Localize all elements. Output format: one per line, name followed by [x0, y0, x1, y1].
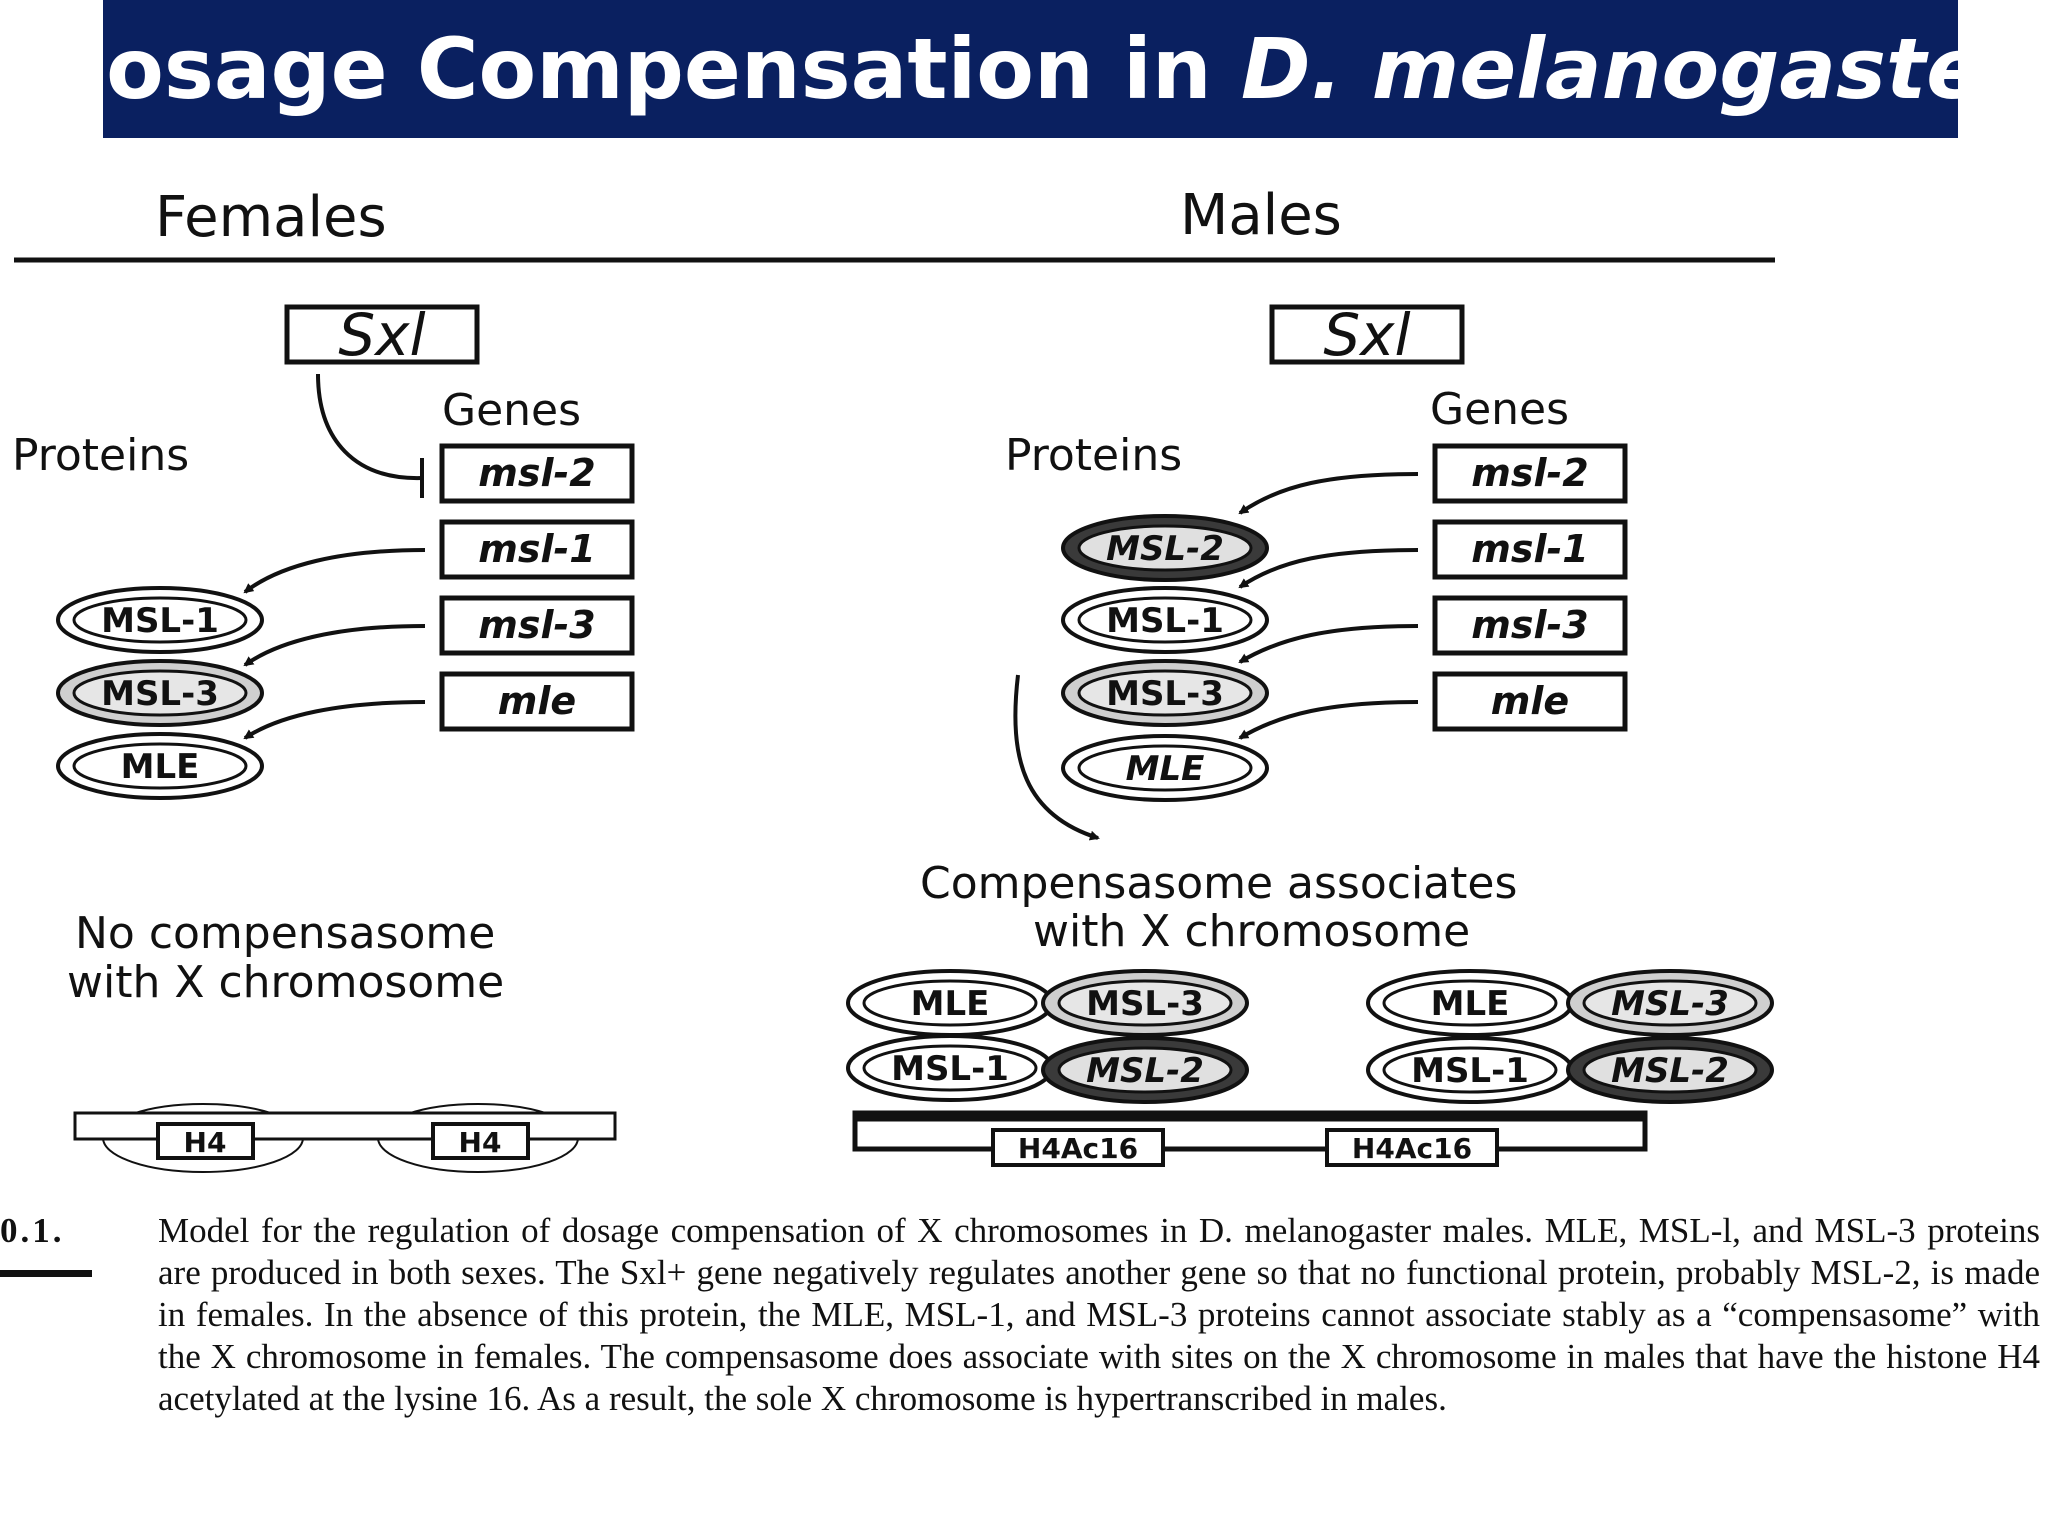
sxl-box-female: Sxl	[284, 301, 480, 369]
site-label: H4	[459, 1126, 502, 1159]
gene-label: msl-1	[1471, 527, 1588, 571]
arrow-mle-female	[243, 700, 426, 740]
protein-msl-1-male: MSL-1	[1061, 586, 1269, 654]
gene-box-msl-1-female: msl-1	[439, 519, 635, 580]
protein-label: MSL-1	[101, 601, 219, 641]
complex-msl-3: MSL-3	[1041, 969, 1249, 1037]
complex-msl-3: MSL-3	[1566, 969, 1774, 1037]
site-label: H4	[184, 1126, 227, 1159]
complex-msl-1: MSL-1	[846, 1034, 1054, 1102]
complex-msl-1: MSL-1	[1366, 1036, 1574, 1104]
caption-rule	[0, 1270, 92, 1277]
female-x-chromosome: H4 H4	[73, 1103, 617, 1173]
protein-label: MSL-1	[1106, 601, 1224, 641]
protein-label: MLE	[911, 984, 990, 1024]
complex-msl-2: MSL-2	[1041, 1036, 1249, 1104]
gene-box-msl-3-male: msl-3	[1432, 595, 1628, 656]
protein-label: MSL-3	[101, 674, 219, 714]
gene-label: msl-3	[478, 603, 595, 647]
protein-msl-3-male: MSL-3	[1061, 659, 1269, 727]
caption-text: Model for the regulation of dosage compe…	[158, 1211, 2040, 1418]
protein-msl-3-female: MSL-3	[56, 659, 264, 727]
males-heading: Males	[1180, 183, 1342, 248]
sxl-box-male: Sxl	[1269, 301, 1465, 369]
complex-mle: MLE	[1366, 969, 1574, 1037]
females-heading: Females	[155, 185, 387, 250]
male-outcome-line1: Compensasome associates	[920, 858, 1517, 909]
proteins-label-female: Proteins	[12, 430, 189, 481]
complex-mle: MLE	[846, 969, 1054, 1037]
arrow-msl1-female	[243, 548, 426, 594]
arrow-msl2-male	[1238, 472, 1419, 515]
male-x-chromosome: H4Ac16 H4Ac16	[852, 1110, 1648, 1167]
genes-label-female: Genes	[442, 385, 581, 436]
gene-box-msl-3-female: msl-3	[439, 595, 635, 656]
genes-label-male: Genes	[1430, 384, 1569, 435]
protein-label: MLE	[1431, 984, 1510, 1024]
site-h4-1: H4	[156, 1122, 255, 1160]
sxl-label-male: Sxl	[1323, 301, 1410, 369]
protein-label: MLE	[1126, 749, 1205, 789]
compensasome-complex-2: MLE MSL-3 MSL-1 MSL-2	[1366, 969, 1774, 1104]
title-banner: Dosage Compensation in D. melanogaster	[36, 0, 2025, 138]
site-label: H4Ac16	[1352, 1132, 1472, 1165]
proteins-label-male: Proteins	[1005, 430, 1182, 481]
gene-box-mle-female: mle	[439, 671, 635, 732]
gene-label: msl-1	[478, 527, 595, 571]
protein-label: MSL-2	[1086, 1051, 1204, 1091]
site-h4ac16-2: H4Ac16	[1325, 1128, 1499, 1167]
compensasome-complex-1: MLE MSL-3 MSL-1 MSL-2	[846, 969, 1249, 1104]
site-h4ac16-1: H4Ac16	[991, 1128, 1165, 1167]
complex-msl-2: MSL-2	[1566, 1036, 1774, 1104]
title-species: D. melanogaster	[1240, 20, 2025, 118]
male-outcome-line2: with X chromosome	[1033, 906, 1470, 957]
protein-msl-2-male: MSL-2	[1061, 514, 1269, 582]
title-text: Dosage Compensation in	[36, 20, 1241, 118]
arrow-mle-male	[1238, 700, 1419, 740]
sxl-label-female: Sxl	[338, 301, 425, 369]
gene-box-msl-1-male: msl-1	[1432, 519, 1628, 580]
gene-label: msl-2	[478, 451, 595, 495]
protein-msl-1-female: MSL-1	[56, 586, 264, 654]
protein-label: MSL-2	[1106, 529, 1224, 569]
gene-box-msl-2-female: msl-2	[439, 443, 635, 504]
protein-mle-female: MLE	[56, 732, 264, 800]
arrow-msl1-male	[1238, 548, 1419, 589]
protein-label: MSL-1	[1411, 1051, 1529, 1091]
protein-mle-male: MLE	[1061, 734, 1269, 802]
protein-label: MSL-2	[1611, 1051, 1729, 1091]
site-label: H4Ac16	[1018, 1132, 1138, 1165]
female-outcome-line2: with X chromosome	[67, 957, 504, 1008]
arrow-msl3-female	[243, 624, 426, 667]
protein-label: MSL-3	[1086, 984, 1204, 1024]
gene-label: msl-2	[1471, 451, 1588, 495]
association-arrow	[1013, 674, 1100, 841]
sxl-repression-arrow	[316, 373, 423, 481]
arrow-msl3-male	[1238, 624, 1419, 664]
gene-label: mle	[1491, 679, 1569, 723]
caption-label: 0.1.	[0, 1211, 65, 1250]
protein-label: MSL-3	[1611, 984, 1729, 1024]
protein-label: MSL-3	[1106, 674, 1224, 714]
site-h4-2: H4	[431, 1122, 530, 1160]
gene-label: mle	[498, 679, 576, 723]
gene-box-msl-2-male: msl-2	[1432, 443, 1628, 504]
female-outcome-line1: No compensasome	[75, 908, 495, 959]
gene-box-mle-male: mle	[1432, 671, 1628, 732]
protein-label: MLE	[121, 747, 200, 787]
gene-label: msl-3	[1471, 603, 1588, 647]
protein-label: MSL-1	[891, 1049, 1009, 1089]
